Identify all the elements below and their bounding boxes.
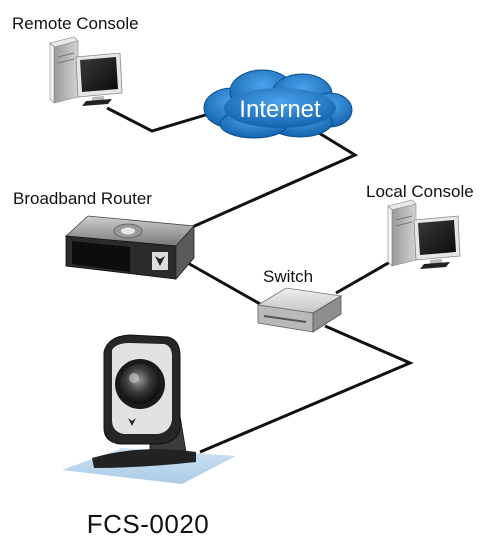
remote-console-label: Remote Console xyxy=(12,14,139,33)
link-switch-to-camera xyxy=(199,324,414,454)
internet-label: Internet xyxy=(239,96,321,123)
remote-console-computer-icon xyxy=(49,36,123,106)
local-console-computer-icon xyxy=(387,199,461,269)
switch-label: Switch xyxy=(263,267,314,286)
link-internet-to-router xyxy=(180,131,359,234)
ip-camera-icon xyxy=(62,334,236,484)
broadband-router-label: Broadband Router xyxy=(13,189,152,208)
broadband-router-icon xyxy=(65,215,195,281)
link-router-to-switch xyxy=(185,260,263,307)
camera-model-label: FCS-0020 xyxy=(86,509,210,539)
internet-cloud-icon: Internet xyxy=(203,69,353,139)
link-local-to-switch xyxy=(335,260,391,295)
network-switch-icon xyxy=(256,287,343,333)
link-remote-to-internet xyxy=(106,106,213,133)
connection-lines xyxy=(106,106,414,454)
local-console-label: Local Console xyxy=(366,182,474,201)
